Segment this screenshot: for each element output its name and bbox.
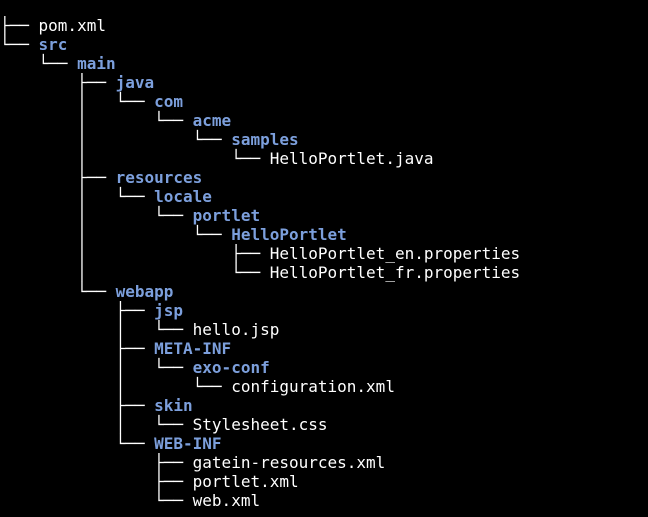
tree-row-file: ├── gatein-resources.xml (0, 453, 385, 472)
tree-row-directory: └── main (0, 54, 116, 73)
file-name: Stylesheet.css (192, 415, 328, 434)
tree-branch-prefix: └── (0, 54, 78, 73)
tree-row-directory: ├── jsp (0, 301, 183, 320)
tree-row-file: │ └── Stylesheet.css (0, 415, 328, 434)
file-name: HelloPortlet_en.properties (269, 244, 521, 263)
tree-row-directory: │ └── locale (0, 187, 212, 206)
tree-branch-prefix: ├── (0, 73, 116, 92)
tree-row-file: │ ├── HelloPortlet_en.properties (0, 244, 520, 263)
tree-row-file: ├── portlet.xml (0, 472, 299, 491)
tree-branch-prefix: │ ├── (0, 244, 270, 263)
directory-name: WEB-INF (154, 434, 222, 453)
tree-row-directory: └── src (0, 35, 67, 54)
tree-branch-prefix: ├── (0, 301, 155, 320)
tree-row-directory: └── WEB-INF (0, 434, 222, 453)
directory-name: locale (154, 187, 212, 206)
file-name: configuration.xml (231, 377, 395, 396)
tree-row-directory: │ └── HelloPortlet (0, 225, 347, 244)
tree-row-directory: │ └── com (0, 92, 183, 111)
file-name: pom.xml (38, 16, 106, 35)
tree-branch-prefix: └── (0, 282, 116, 301)
directory-name: resources (115, 168, 203, 187)
tree-row-file: │ └── configuration.xml (0, 377, 395, 396)
directory-name: webapp (115, 282, 174, 301)
tree-branch-prefix: │ └── (0, 263, 270, 282)
tree-branch-prefix: │ └── (0, 225, 232, 244)
directory-name: skin (154, 396, 193, 415)
tree-branch-prefix: │ └── (0, 320, 193, 339)
directory-name: jsp (154, 301, 184, 320)
tree-row-directory: │ └── samples (0, 130, 299, 149)
tree-root-dot: . (0, 0, 3, 6)
tree-row-file: ├── pom.xml (0, 16, 106, 35)
tree-branch-prefix: ├── (0, 472, 193, 491)
tree-row-directory: │ └── acme (0, 111, 231, 130)
tree-branch-prefix: │ └── (0, 187, 155, 206)
tree-row-file: │ └── hello.jsp (0, 320, 280, 339)
tree-branch-prefix: ├── (0, 168, 116, 187)
tree-row-directory: ├── skin (0, 396, 193, 415)
file-name: HelloPortlet.java (269, 149, 434, 168)
tree-row-directory: ├── java (0, 73, 154, 92)
tree-row-directory: │ └── exo-conf (0, 358, 270, 377)
directory-name: java (115, 73, 155, 92)
tree-row-file: └── web.xml (0, 491, 260, 510)
file-name: hello.jsp (192, 320, 280, 339)
tree-row-directory: └── webapp (0, 282, 173, 301)
tree-branch-prefix: │ └── (0, 358, 193, 377)
tree-branch-prefix: ├── (0, 16, 39, 35)
tree-row-directory: │ └── portlet (0, 206, 260, 225)
tree-branch-prefix: │ └── (0, 206, 193, 225)
tree-branch-prefix: └── (0, 434, 155, 453)
file-name: portlet.xml (192, 472, 299, 491)
directory-name: HelloPortlet (231, 225, 347, 244)
file-name: web.xml (192, 491, 261, 510)
tree-branch-prefix: ├── (0, 453, 193, 472)
directory-name: main (77, 54, 116, 73)
tree-branch-prefix: └── (0, 491, 193, 510)
tree-branch-prefix: │ └── (0, 377, 232, 396)
directory-name: META-INF (154, 339, 232, 358)
directory-name: samples (231, 130, 299, 149)
file-name: gatein-resources.xml (192, 453, 386, 472)
tree-branch-prefix: │ └── (0, 111, 193, 130)
tree-row-directory: ├── resources (0, 168, 202, 187)
tree-branch-prefix: │ └── (0, 130, 232, 149)
directory-name: src (38, 35, 68, 54)
directory-name: com (154, 92, 184, 111)
tree-branch-prefix: ├── (0, 339, 155, 358)
tree-branch-prefix: │ └── (0, 149, 270, 168)
tree-row-directory: ├── META-INF (0, 339, 232, 358)
tree-branch-prefix: │ └── (0, 92, 155, 111)
tree-branch-prefix: └── (0, 35, 39, 54)
tree-branch-prefix: │ └── (0, 415, 193, 434)
tree-row-file: │ └── HelloPortlet.java (0, 149, 433, 168)
directory-name: portlet (192, 206, 261, 225)
tree-branch-prefix: ├── (0, 396, 155, 415)
tree-row-file: │ └── HelloPortlet_fr.properties (0, 263, 520, 282)
directory-name: acme (192, 111, 232, 130)
directory-name: exo-conf (192, 358, 270, 377)
file-name: HelloPortlet_fr.properties (269, 263, 521, 282)
